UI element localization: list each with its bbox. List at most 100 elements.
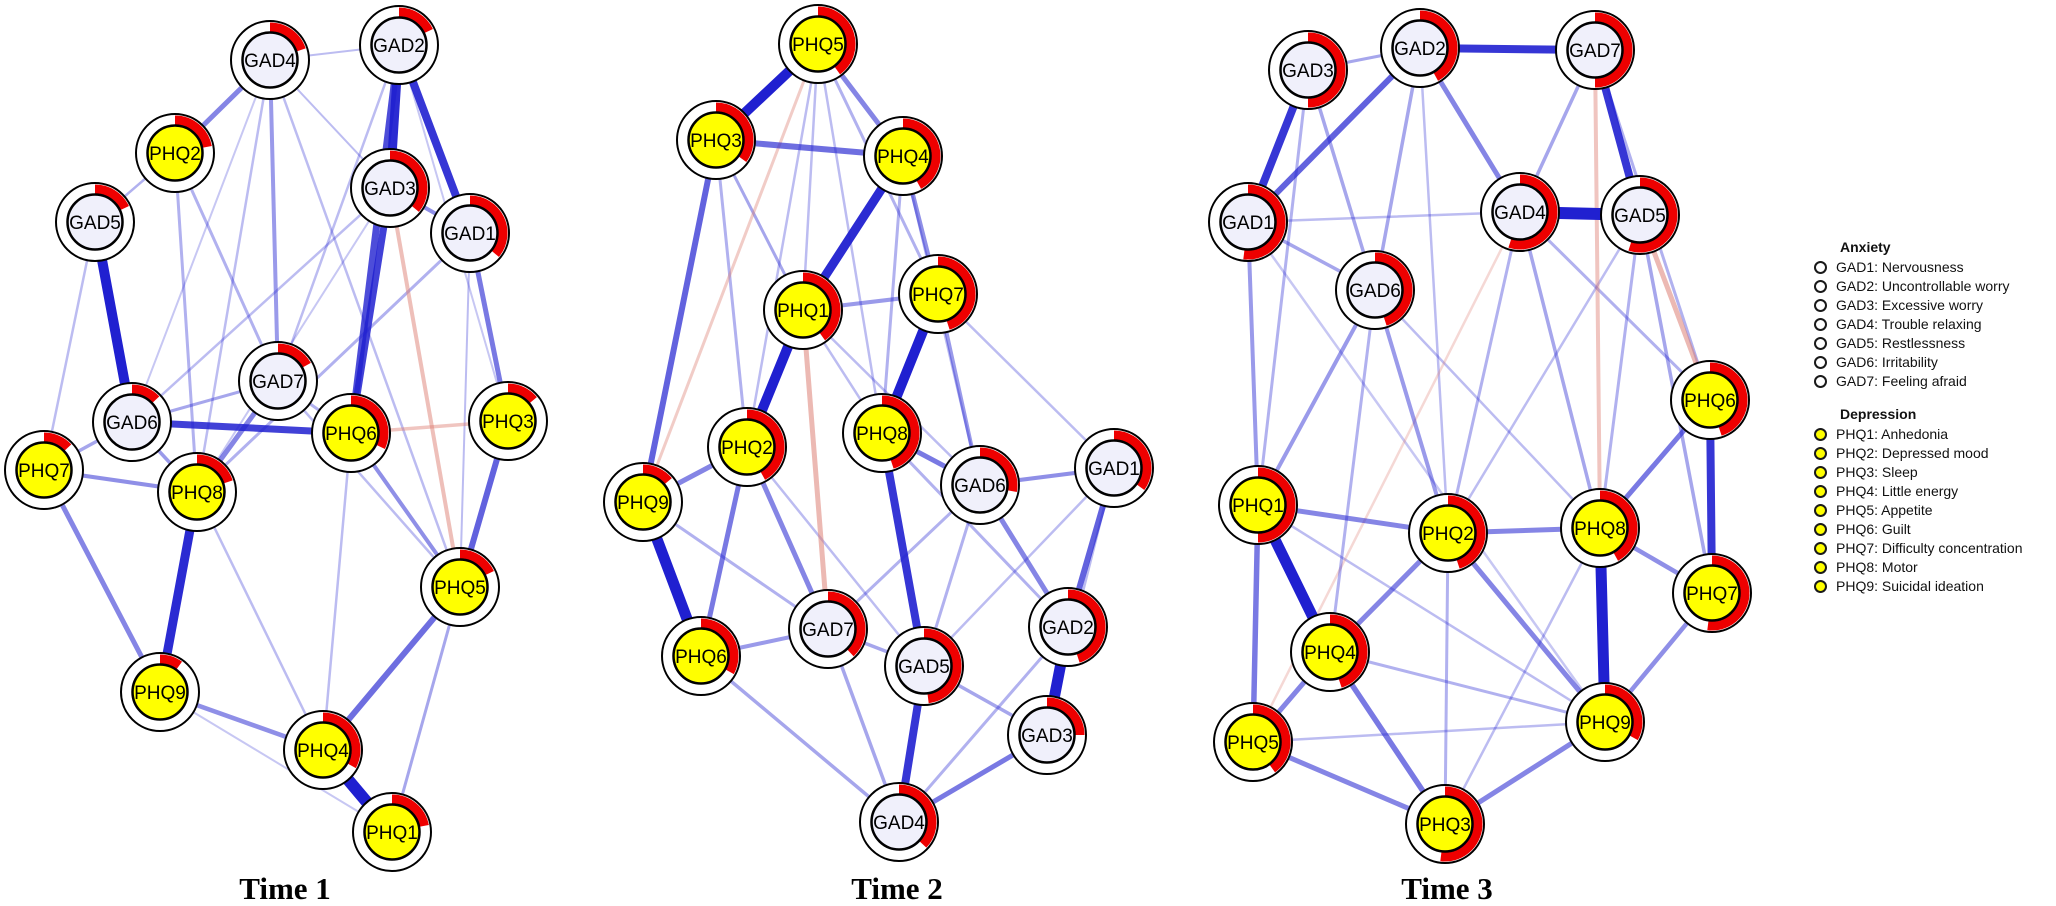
node-label: GAD7 [252, 372, 304, 393]
predictability-arc [1113, 430, 1152, 491]
predictability-arc [322, 712, 361, 769]
node-label: PHQ4 [1304, 643, 1356, 664]
node-body [1229, 476, 1287, 534]
node-label: PHQ3 [690, 131, 742, 152]
legend-item-label: GAD6: Irritability [1836, 354, 1938, 370]
predictability-arc [1329, 614, 1368, 688]
node-label: GAD4 [1494, 203, 1546, 224]
predictability-arc [1709, 362, 1748, 436]
predictability-arc [881, 395, 920, 469]
node-t2-GAD4: GAD4 [859, 782, 939, 862]
predictability-arc [1707, 555, 1750, 631]
predictability-arc [174, 115, 212, 148]
predictability-arc [43, 432, 72, 451]
node-body [1039, 598, 1097, 656]
node-body [441, 204, 499, 262]
legend-item-gad5: GAD5: Restlessness [1814, 334, 2023, 353]
node-t3-PHQ9: PHQ9 [1565, 682, 1645, 762]
edge-GAD2-GAD4 [897, 625, 1070, 824]
node-t2-PHQ2: PHQ2 [707, 407, 787, 487]
node-body [370, 16, 428, 74]
node-label: GAD1 [444, 224, 496, 245]
predictability-arc [159, 654, 183, 670]
node-label: PHQ7 [1686, 584, 1738, 605]
legend-item-label: PHQ4: Little energy [1836, 483, 1959, 499]
edge-PHQ8-PHQ3 [1443, 526, 1602, 826]
node-body [614, 473, 672, 531]
legend-item-label: PHQ2: Depressed mood [1836, 445, 1989, 461]
edge-GAD4-GAD6 [131, 59, 271, 423]
node-body [361, 159, 419, 217]
legend-node-marker-icon [1814, 542, 1827, 555]
predictability-arc [398, 7, 433, 34]
legend-item-phq4: PHQ4: Little energy [1814, 482, 2023, 501]
legend-item-phq9: PHQ9: Suicidal ideation [1814, 577, 2023, 596]
legend-item-phq1: PHQ1: Anhedonia [1814, 425, 2023, 444]
edge-PHQ6-PHQ4 [321, 431, 353, 752]
edge-PHQ5-PHQ9 [641, 42, 820, 504]
node-body [66, 193, 124, 251]
node-t3-GAD2: GAD2 [1380, 8, 1460, 88]
edge-PHQ2-GAD5 [745, 445, 926, 668]
node-label: PHQ6 [325, 424, 377, 445]
node-t3-PHQ8: PHQ8 [1560, 488, 1640, 568]
node-t1-GAD3: GAD3 [350, 148, 430, 228]
legend-item-gad1: GAD1: Nervousness [1814, 258, 2023, 277]
legend-item-label: GAD2: Uncontrollable worry [1836, 278, 2010, 294]
predictability-arc [269, 22, 306, 52]
legend-item-label: PHQ3: Sleep [1836, 464, 1918, 480]
edge-GAD1-PHQ7 [936, 292, 1116, 470]
legend-item-phq6: PHQ6: Guilt [1814, 520, 2023, 539]
legend-item-gad4: GAD4: Trouble relaxing [1814, 315, 2023, 334]
node-label: GAD5 [898, 657, 950, 678]
predictability-arc [902, 118, 941, 189]
node-label: PHQ8 [171, 483, 223, 504]
node-label: PHQ5 [434, 578, 486, 599]
node-label: PHQ3 [1419, 815, 1471, 836]
edge-GAD3-PHQ8 [196, 187, 391, 493]
edge-PHQ9-PHQ1 [159, 691, 393, 833]
edge-GAD4-PHQ2 [1446, 210, 1522, 535]
node-t3-GAD5: GAD5 [1600, 175, 1680, 255]
node-t2-PHQ9: PHQ9 [603, 462, 683, 542]
node-body [15, 441, 73, 499]
node-t1-PHQ3: PHQ3 [468, 381, 548, 461]
legend-item-label: GAD5: Restlessness [1836, 335, 1966, 351]
node-t1-PHQ4: PHQ4 [283, 710, 363, 790]
node-label: PHQ2 [721, 438, 773, 459]
node-t1-GAD4: GAD4 [230, 20, 310, 100]
legend-item-label: PHQ9: Suicidal ideation [1836, 578, 1984, 594]
predictability-arc [817, 6, 856, 75]
edge-GAD6-PHQ1 [1256, 288, 1377, 507]
node-body [249, 352, 307, 410]
node-t2-PHQ5: PHQ5 [778, 4, 858, 84]
legend-node-marker-icon [1814, 356, 1827, 369]
edge-GAD7-PHQ8 [1593, 48, 1602, 530]
node-t3-PHQ5: PHQ5 [1213, 702, 1293, 782]
legend-node-marker-icon [1814, 561, 1827, 574]
node-label: GAD6 [954, 476, 1006, 497]
predictability-arc [1046, 697, 1085, 736]
node-label: PHQ6 [675, 647, 727, 668]
legend-item-label: PHQ6: Guilt [1836, 521, 1911, 537]
predictability-arc [277, 343, 311, 368]
node-t1-GAD5: GAD5 [55, 182, 135, 262]
predictability-arc [131, 384, 160, 403]
legend-node-marker-icon [1814, 523, 1827, 536]
legend-item-gad3: GAD3: Excessive worry [1814, 296, 2023, 315]
legend-item-label: PHQ1: Anhedonia [1836, 426, 1949, 442]
node-t3-PHQ1: PHQ1 [1218, 465, 1298, 545]
predictability-arc [700, 618, 739, 675]
legend-node-marker-icon [1814, 280, 1827, 293]
node-label: PHQ7 [18, 461, 70, 482]
legend-node-marker-icon [1814, 485, 1827, 498]
node-body [146, 124, 204, 182]
predictability-arc [746, 409, 785, 480]
legend-item-label: PHQ7: Difficulty concentration [1836, 540, 2023, 556]
node-label: PHQ5 [792, 35, 844, 56]
node-label: GAD3 [1021, 726, 1073, 747]
node-t3-GAD3: GAD3 [1268, 30, 1348, 110]
edge-PHQ2-PHQ3 [1443, 531, 1450, 826]
